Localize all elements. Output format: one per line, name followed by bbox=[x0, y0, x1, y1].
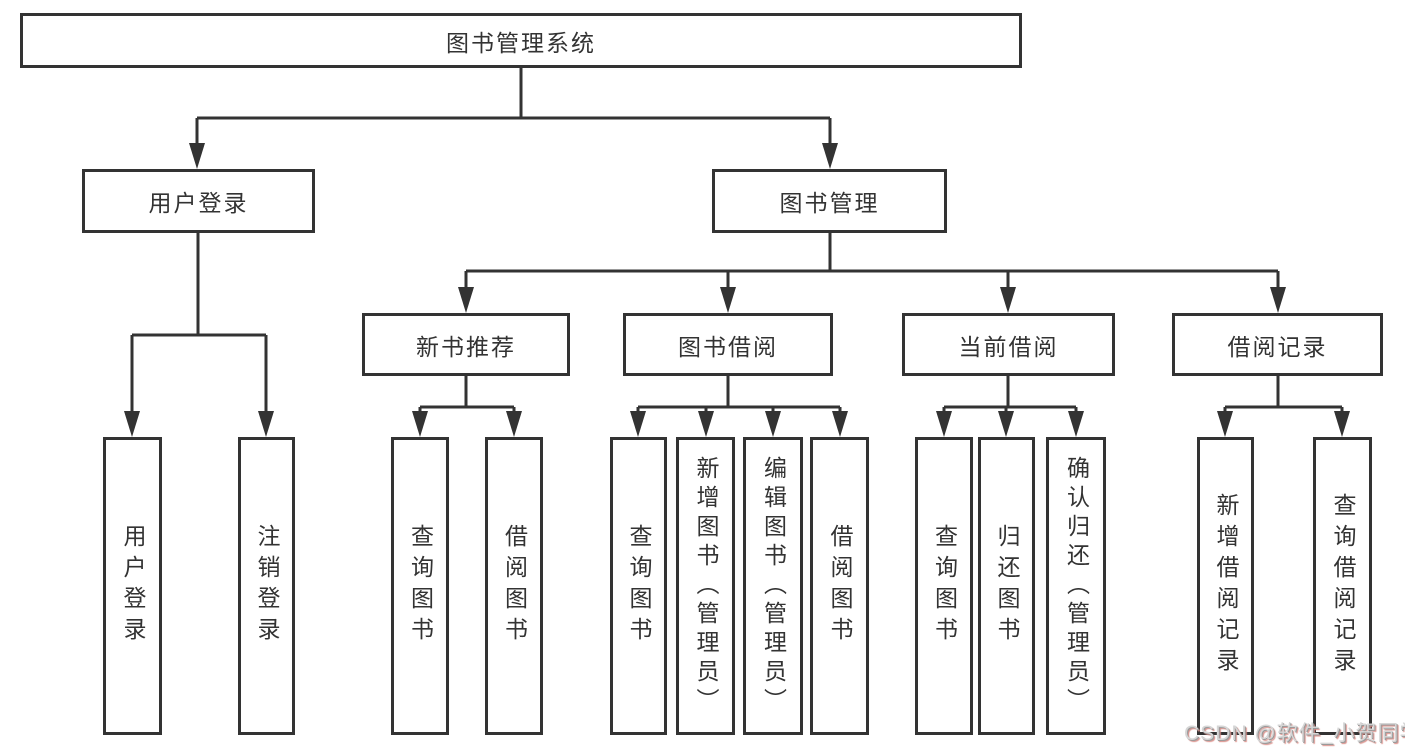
node-root: 图书管理系统 bbox=[20, 13, 1022, 68]
node-book-borrow: 图书借阅 bbox=[623, 313, 833, 376]
leaf-user-login: 用户登录 bbox=[103, 437, 162, 735]
node-current-borrow: 当前借阅 bbox=[902, 313, 1115, 376]
connector-book-management-to-level3 bbox=[458, 231, 1286, 313]
connector-book-borrow-to-leaves bbox=[630, 374, 848, 437]
connector-user-login-to-leaves bbox=[124, 231, 274, 437]
leaf-borrow-query-books: 查询图书 bbox=[610, 437, 667, 735]
connector-new-book-recommend-to-leaves bbox=[412, 374, 522, 437]
leaf-borrow-add-books-admin: 新增图书（管理员） bbox=[676, 437, 735, 735]
leaf-borrow-edit-books-admin: 编辑图书（管理员） bbox=[743, 437, 803, 735]
leaf-recommend-borrow-books: 借阅图书 bbox=[485, 437, 543, 735]
leaf-records-add-borrow-record: 新增借阅记录 bbox=[1197, 437, 1254, 735]
node-book-management: 图书管理 bbox=[712, 169, 947, 233]
node-new-book-recommend: 新书推荐 bbox=[362, 313, 570, 376]
node-user-login: 用户登录 bbox=[82, 169, 315, 233]
leaf-current-query-books: 查询图书 bbox=[915, 437, 973, 735]
connector-borrow-records-to-leaves bbox=[1217, 374, 1350, 437]
watermark: CSDN @软件_小贺同学 bbox=[1184, 722, 1405, 745]
leaf-current-return-books: 归还图书 bbox=[978, 437, 1035, 735]
leaf-records-query-borrow-record: 查询借阅记录 bbox=[1313, 437, 1372, 735]
connector-current-borrow-to-leaves bbox=[936, 374, 1084, 437]
connector-root-to-level2 bbox=[189, 66, 838, 169]
leaf-logout: 注销登录 bbox=[238, 437, 295, 735]
node-borrow-records: 借阅记录 bbox=[1172, 313, 1383, 376]
leaf-current-confirm-return-admin: 确认归还（管理员） bbox=[1046, 437, 1106, 735]
leaf-borrow-borrow-books: 借阅图书 bbox=[810, 437, 869, 735]
leaf-recommend-query-books: 查询图书 bbox=[391, 437, 449, 735]
